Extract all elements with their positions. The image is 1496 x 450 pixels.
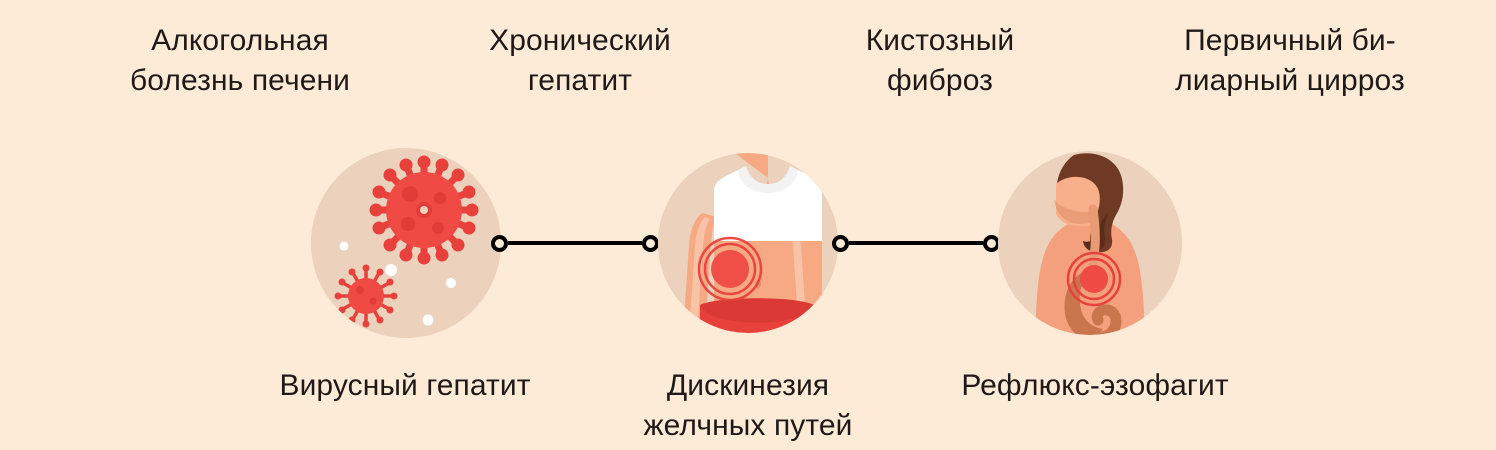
bottom-label-viral-hepatitis: Вирусный гепатит [279,369,531,402]
top-label-primary-biliary-cirrhosis: Первичный би- лиарный цирроз [1175,24,1405,97]
bottom-label-reflux-esophagitis: Рефлюкс-эзофагит [961,369,1229,402]
connector-1-2 [491,232,659,254]
connector-dot-left [491,234,508,252]
virus-icon [311,148,501,338]
top-label-cystic-fibrosis: Кистозный фиброз [865,24,1015,97]
node-reflux-esophagitis[interactable] [998,151,1182,335]
top-label-alcoholic-liver-disease: Алкогольная болезнь печени [130,24,350,97]
node-biliary-dyskinesia[interactable] [658,153,838,333]
top-label-chronic-hepatitis: Хронический гепатит [489,24,671,97]
connector-dot-right [642,234,659,252]
esophagus-stomach-icon [998,151,1182,335]
connector-2-3 [832,232,1000,254]
connector-dot-left [832,234,849,252]
connector-line [508,241,642,245]
bottom-label-biliary-dyskinesia: Дискинезия желчных путей [643,369,853,442]
connector-line [849,241,983,245]
node-viral-hepatitis[interactable] [311,148,501,338]
abdomen-pain-icon [658,153,838,333]
